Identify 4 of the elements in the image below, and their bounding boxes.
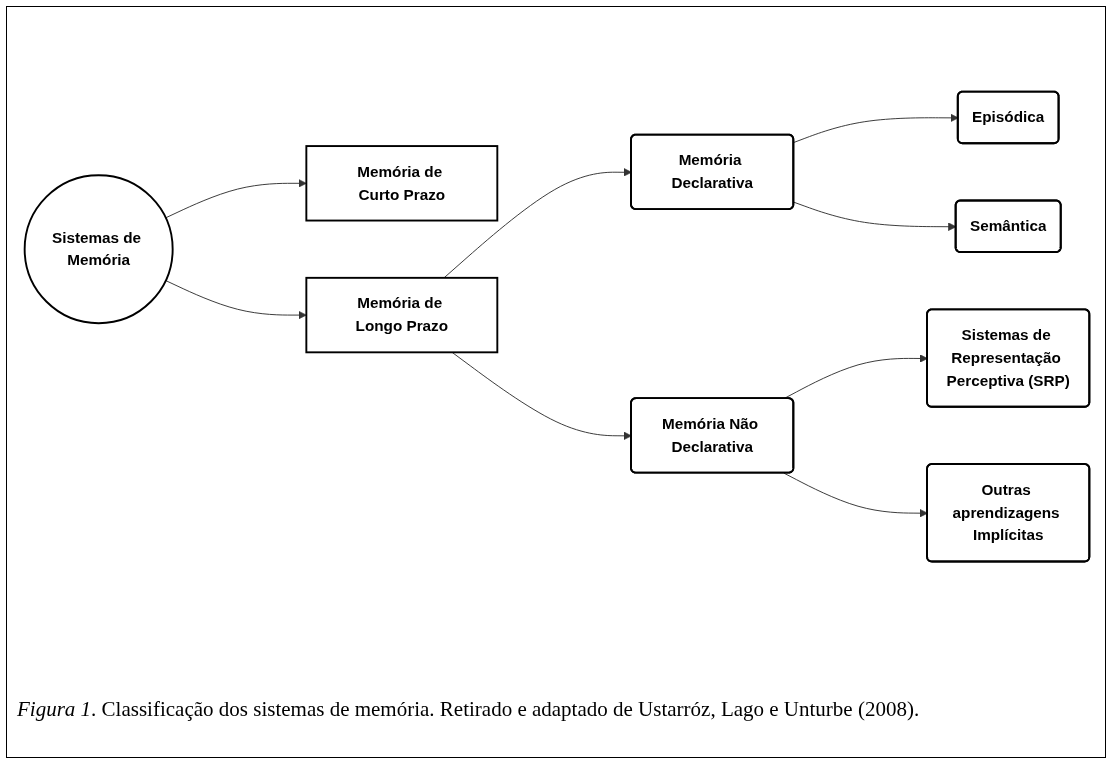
figure-caption: Figura 1. Classificação dos sistemas de memória. Retirado e adaptado de Ustarróz, Lago e Unturbe (2008). [17,697,921,723]
node-box: Memória de Curto Prazo [305,145,499,222]
node-circle: Sistemas de Memória [23,174,174,325]
node-box: Memória de Longo Prazo [305,277,499,354]
